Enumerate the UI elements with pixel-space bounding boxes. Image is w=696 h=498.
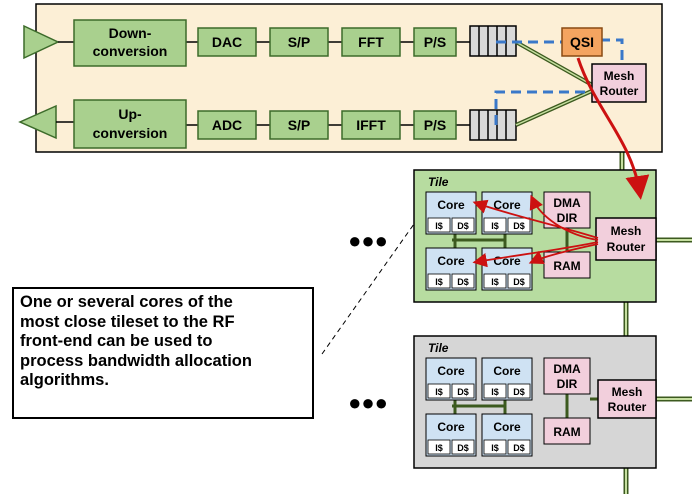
- icache-label: I$: [491, 277, 499, 287]
- tile-2-core-4: Core I$ D$: [481, 413, 533, 457]
- callout-box: One or several cores of the most close t…: [12, 287, 314, 419]
- core-label: Core: [493, 364, 521, 378]
- tile-1-ellipsis: ●●●: [348, 228, 388, 253]
- core-label: Core: [437, 198, 465, 212]
- tile-2-mesh-router: Mesh Router: [597, 379, 657, 419]
- icache-label: I$: [435, 277, 443, 287]
- tx-antenna-icon: [23, 24, 60, 60]
- tile-2-title: Tile: [428, 341, 449, 355]
- tile-1-title: Tile: [428, 175, 449, 189]
- tx-fft-block: FFT: [341, 27, 401, 57]
- dcache-label: D$: [513, 221, 525, 231]
- tile-2-core-1: Core I$ D$: [425, 357, 477, 401]
- rx-ifft-label: IFFT: [356, 117, 386, 133]
- callout-line-5: algorithms.: [20, 371, 109, 389]
- tx-dac-block: DAC: [197, 27, 257, 57]
- router-label-2: Router: [608, 400, 647, 414]
- tile-1-core-1: Core I$ D$: [425, 191, 477, 235]
- router-label-1: Mesh: [612, 385, 643, 399]
- dma-label: DMA: [553, 196, 581, 210]
- rx-sp-label: S/P: [288, 117, 311, 133]
- tx-buffer: [469, 25, 517, 57]
- qsi-label: QSI: [570, 34, 594, 50]
- tx-ps-label: P/S: [424, 34, 447, 50]
- callout-line-4: process bandwidth allocation: [20, 351, 252, 370]
- callout-line-3: front-end can be used to: [20, 332, 213, 350]
- tile-1-core-3: Core I$ D$: [425, 247, 477, 291]
- callout-line-2: most close tileset to the RF: [20, 312, 235, 331]
- ram-label: RAM: [553, 425, 580, 439]
- tile-1-dma-dir: DMA DIR: [543, 191, 591, 229]
- router-to-core-arrows: [472, 194, 599, 268]
- dcache-label: D$: [457, 277, 469, 287]
- icache-label: I$: [435, 221, 443, 231]
- icache-label: I$: [491, 221, 499, 231]
- up-conversion-block: Up- conversion: [73, 99, 187, 149]
- dcache-label: D$: [513, 277, 525, 287]
- rx-ps-block: P/S: [413, 110, 457, 140]
- tile-1-core-2: Core I$ D$: [481, 191, 533, 235]
- dcache-label: D$: [513, 387, 525, 397]
- dcache-label: D$: [457, 387, 469, 397]
- tile-2-ram: RAM: [543, 417, 591, 445]
- rx-adc-block: ADC: [197, 110, 257, 140]
- core-label: Core: [437, 364, 465, 378]
- down-conversion-label-2: conversion: [93, 43, 168, 59]
- icache-label: I$: [491, 387, 499, 397]
- buffer-router-links: [515, 40, 595, 127]
- down-conversion-label-1: Down-: [109, 25, 152, 41]
- tile-2: Tile Core I$ D$ Core I$ D$ Core I$: [413, 335, 657, 469]
- rx-ifft-block: IFFT: [341, 110, 401, 140]
- core-label: Core: [493, 198, 521, 212]
- dcache-label: D$: [457, 443, 469, 453]
- tx-sp-block: S/P: [269, 27, 329, 57]
- icache-label: I$: [435, 443, 443, 453]
- qsi-control-lines: [494, 38, 624, 125]
- rx-ps-label: P/S: [424, 117, 447, 133]
- rx-chain-links: [56, 121, 470, 126]
- tx-dac-label: DAC: [212, 34, 242, 50]
- core-label: Core: [493, 420, 521, 434]
- up-conversion-label-1: Up-: [118, 106, 142, 122]
- tx-ps-block: P/S: [413, 27, 457, 57]
- icache-label: I$: [435, 387, 443, 397]
- router-label-1: Mesh: [611, 224, 642, 238]
- tile-1-mesh-router: Mesh Router: [595, 217, 657, 261]
- rx-sp-block: S/P: [269, 110, 329, 140]
- dir-label: DIR: [557, 211, 578, 225]
- tile-1-ram: RAM: [543, 251, 591, 279]
- tile-2-core-3: Core I$ D$: [425, 413, 477, 457]
- down-conversion-block: Down- conversion: [73, 19, 187, 67]
- icache-label: I$: [491, 443, 499, 453]
- core-label: Core: [437, 420, 465, 434]
- dcache-label: D$: [513, 443, 525, 453]
- dcache-label: D$: [457, 221, 469, 231]
- ram-label: RAM: [553, 259, 580, 273]
- frontend-router-label-1: Mesh: [604, 69, 635, 83]
- rx-adc-label: ADC: [212, 117, 242, 133]
- tile-2-ellipsis: ●●●: [348, 390, 388, 415]
- tile-2-dma-dir: DMA DIR: [543, 357, 591, 395]
- dma-label: DMA: [553, 362, 581, 376]
- frontend-mesh-router: Mesh Router: [591, 63, 647, 103]
- qsi-to-tile-arrow: [576, 57, 650, 200]
- tx-fft-label: FFT: [358, 34, 384, 50]
- dir-label: DIR: [557, 377, 578, 391]
- router-label-2: Router: [607, 240, 646, 254]
- qsi-block: QSI: [561, 27, 603, 57]
- core-label: Core: [437, 254, 465, 268]
- tile-2-core-2: Core I$ D$: [481, 357, 533, 401]
- tile-1: Tile Core I$ D$ Core I$ D$ Core I$ D: [413, 169, 657, 303]
- callout-line-1: One or several cores of the: [20, 293, 233, 311]
- rx-buffer: [469, 109, 517, 141]
- frontend-router-label-2: Router: [600, 84, 639, 98]
- tx-sp-label: S/P: [288, 34, 311, 50]
- up-conversion-label-2: conversion: [93, 125, 168, 141]
